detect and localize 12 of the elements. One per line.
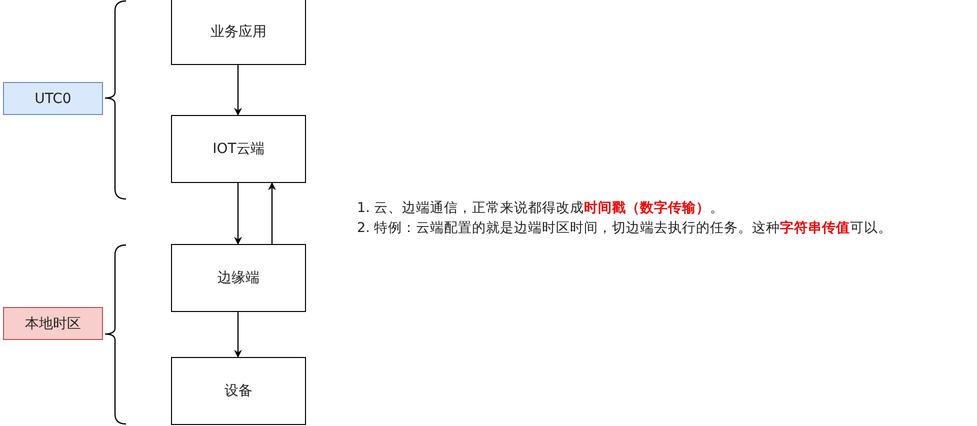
process-box: 业务应用 xyxy=(171,0,306,65)
arrow xyxy=(234,183,242,245)
process-box: 边缘端 xyxy=(171,244,306,312)
label-box: UTC0 xyxy=(3,82,103,115)
note-text: 2. 特例：云端配置的就是边端时区时间，切边端去执行的任务。这种字符串传值可以。 xyxy=(357,219,892,237)
process-box: 设备 xyxy=(171,357,306,425)
arrow xyxy=(268,182,276,244)
process-box: IOT云端 xyxy=(171,115,306,183)
label-box: 本地时区 xyxy=(3,307,103,340)
arrow xyxy=(234,312,242,358)
note-text: 1. 云、边端通信，正常来说都得改成时间戳（数字传输）。 xyxy=(357,199,724,217)
arrow xyxy=(234,65,242,116)
